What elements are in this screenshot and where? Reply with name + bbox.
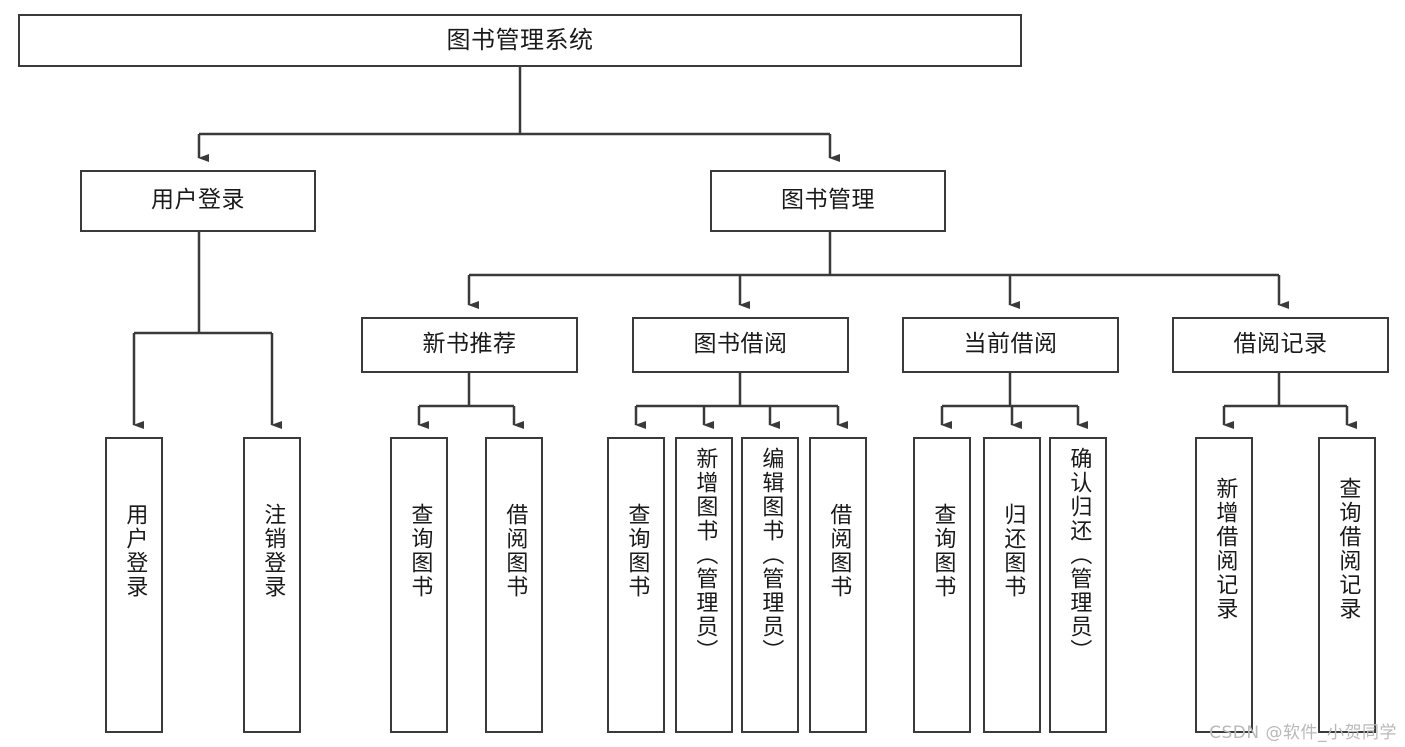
node-label: 图书管理系统 (446, 26, 594, 55)
node-label: 确认归还（管理员） (1066, 447, 1092, 663)
node-current-borrow[interactable]: 当前借阅 (902, 317, 1119, 373)
leaf-query-book-borrow[interactable]: 查询图书 (607, 437, 665, 733)
node-label: 借阅图书 (502, 503, 528, 599)
node-label: 归还图书 (1000, 503, 1026, 599)
node-new-book-recommend[interactable]: 新书推荐 (361, 317, 578, 373)
node-label: 图书管理 (781, 187, 875, 214)
node-book-borrow[interactable]: 图书借阅 (632, 317, 849, 373)
node-book-management[interactable]: 图书管理 (710, 170, 946, 232)
leaf-query-book-current[interactable]: 查询图书 (913, 437, 971, 733)
leaf-confirm-return-admin[interactable]: 确认归还（管理员） (1049, 437, 1107, 733)
leaf-user-logout[interactable]: 注销登录 (243, 437, 301, 733)
leaf-add-book-admin[interactable]: 新增图书（管理员） (675, 437, 733, 733)
node-label: 查询借阅记录 (1335, 477, 1361, 621)
node-label: 查询图书 (624, 503, 650, 599)
node-borrow-record[interactable]: 借阅记录 (1172, 317, 1389, 373)
leaf-borrow-book[interactable]: 借阅图书 (809, 437, 867, 733)
leaf-query-book-recommend[interactable]: 查询图书 (390, 437, 448, 733)
node-label: 用户登录 (122, 503, 148, 599)
leaf-query-borrow-record[interactable]: 查询借阅记录 (1318, 437, 1376, 733)
leaf-edit-book-admin[interactable]: 编辑图书（管理员） (741, 437, 799, 733)
leaf-borrow-book-recommend[interactable]: 借阅图书 (485, 437, 543, 733)
node-label: 借阅记录 (1233, 331, 1328, 358)
node-root-book-management-system[interactable]: 图书管理系统 (18, 14, 1022, 67)
node-label: 查询图书 (407, 503, 433, 599)
node-label: 注销登录 (260, 503, 286, 599)
node-label: 用户登录 (151, 187, 245, 214)
node-label: 新书推荐 (422, 331, 517, 358)
node-label: 编辑图书（管理员） (758, 447, 784, 663)
leaf-user-login[interactable]: 用户登录 (105, 437, 163, 733)
node-label: 当前借阅 (963, 331, 1058, 358)
node-label: 新增借阅记录 (1212, 477, 1238, 621)
node-label: 借阅图书 (826, 503, 852, 599)
csdn-watermark: CSDN @软件_小贺同学 (1209, 723, 1397, 743)
node-label: 新增图书（管理员） (692, 447, 718, 663)
leaf-add-borrow-record[interactable]: 新增借阅记录 (1195, 437, 1253, 733)
node-label: 图书借阅 (693, 331, 788, 358)
leaf-return-book[interactable]: 归还图书 (983, 437, 1041, 733)
node-label: 查询图书 (930, 503, 956, 599)
node-user-login[interactable]: 用户登录 (80, 170, 316, 232)
